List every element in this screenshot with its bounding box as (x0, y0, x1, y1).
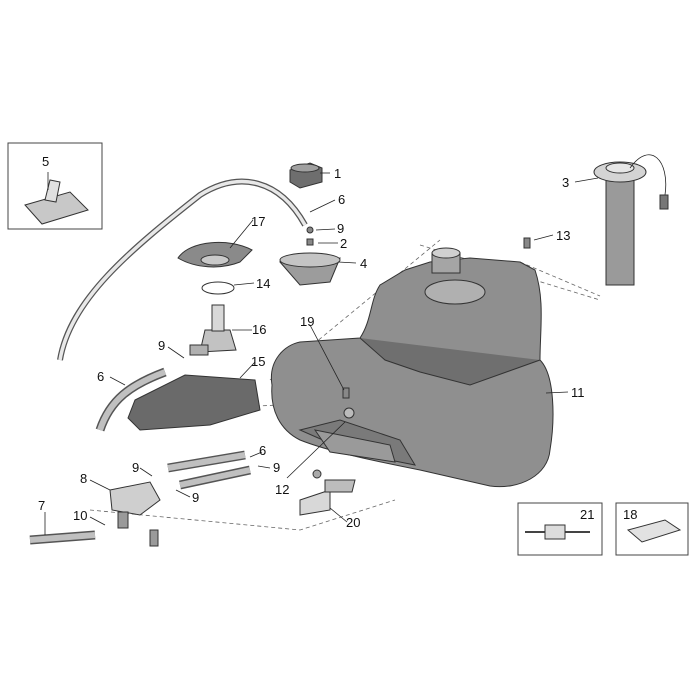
callout-6a: 6 (338, 192, 345, 207)
part-17-gasket-disc (177, 241, 253, 268)
part-6-fuel-hoses (29, 367, 251, 545)
part-1-filler-cap (289, 162, 323, 189)
part-9-2-small-fittings (306, 226, 314, 246)
callout-9c: 9 (132, 460, 139, 475)
part-21-inline-filter-inset (517, 502, 603, 556)
callout-3: 3 (562, 175, 569, 190)
part-8-vacuum-fuel-valve (109, 481, 161, 547)
callout-19: 19 (300, 314, 314, 329)
callout-8: 8 (80, 471, 87, 486)
part-16-fuel-filter (189, 304, 237, 356)
small-hardware (312, 237, 531, 479)
part-14-hose-clamp (201, 281, 235, 295)
callout-12: 12 (275, 482, 289, 497)
callout-9e: 9 (192, 490, 199, 505)
part-18-clip-inset (615, 502, 689, 556)
part-5-clip-inset (7, 142, 103, 230)
callout-9d: 9 (273, 460, 280, 475)
callout-leader-lines (44, 172, 599, 535)
callout-6b: 6 (97, 369, 104, 384)
callout-labels: 1 2 3 4 5 6 6 6 7 8 9 9 9 9 9 10 11 12 1… (38, 154, 637, 530)
callout-6c: 6 (259, 443, 266, 458)
part-3-fuel-level-sender (593, 154, 669, 286)
part-11-fuel-tank (270, 247, 554, 488)
part-4-filler-neck (278, 252, 341, 286)
callout-5: 5 (42, 154, 49, 169)
callout-4: 4 (360, 256, 367, 271)
callout-14: 14 (256, 276, 270, 291)
part-20-bracket (299, 479, 356, 516)
callout-9b: 9 (158, 338, 165, 353)
callout-9a: 9 (337, 221, 344, 236)
callout-21: 21 (580, 507, 594, 522)
callout-15: 15 (251, 354, 265, 369)
callout-20: 20 (346, 515, 360, 530)
callout-11: 11 (571, 385, 585, 400)
callout-2: 2 (340, 236, 347, 251)
callout-7: 7 (38, 498, 45, 513)
callout-17: 17 (251, 214, 265, 229)
callout-13: 13 (556, 228, 570, 243)
part-15-tank-cover (127, 374, 261, 431)
part-6-breather-hose (57, 178, 308, 361)
callout-16: 16 (252, 322, 266, 337)
callout-10: 10 (73, 508, 87, 523)
callout-18: 18 (623, 507, 637, 522)
callout-1: 1 (334, 166, 341, 181)
